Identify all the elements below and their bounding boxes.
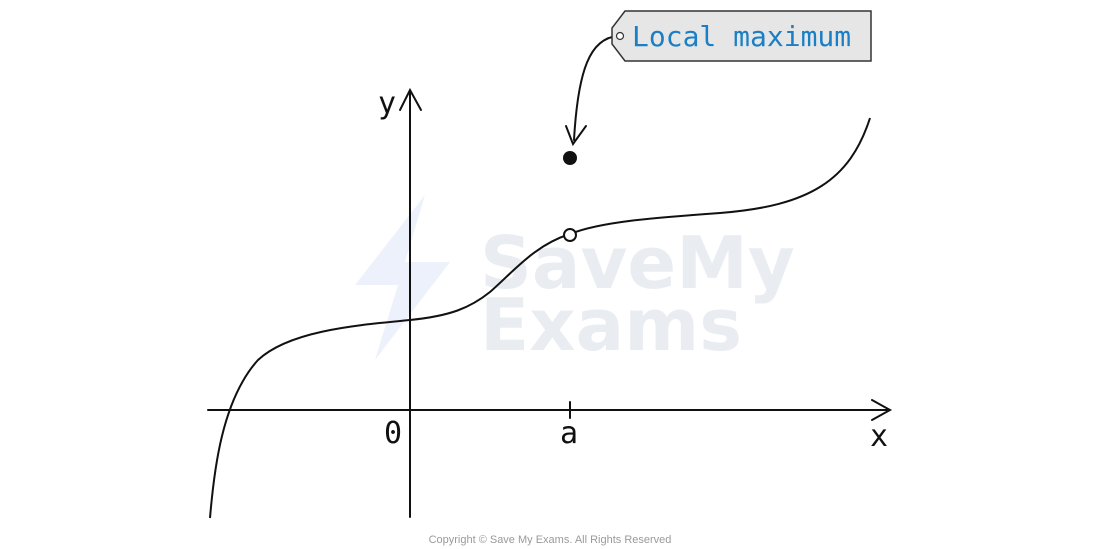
watermark-line2: Exams [480,283,742,367]
x-axis-label: x [870,419,888,454]
curve-left [209,233,571,519]
local-maximum-point [563,151,577,165]
callout-tag: Local maximum [611,10,872,62]
y-axis-arrowhead-icon [399,87,422,111]
watermark-logo-icon [355,195,450,360]
callout-text: Local maximum [632,20,851,53]
callout-arrow [565,35,619,147]
a-label: a [560,416,578,451]
watermark-line1: SaveMy [480,221,795,305]
y-axis [399,87,422,518]
callout-tag-hole-icon [615,31,625,41]
callout-arrow-shaft [573,35,619,141]
x-axis [207,399,893,421]
curve-right [569,117,871,235]
y-axis-label: y [378,86,396,121]
callout-tag-shape [611,10,872,62]
x-axis-arrowhead-icon [871,399,893,421]
callout-arrowhead-icon [565,125,587,147]
open-point [563,228,577,242]
origin-label: 0 [384,416,402,451]
watermark: SaveMy Exams [355,195,795,367]
copyright-text: Copyright © Save My Exams. All Rights Re… [429,534,672,546]
